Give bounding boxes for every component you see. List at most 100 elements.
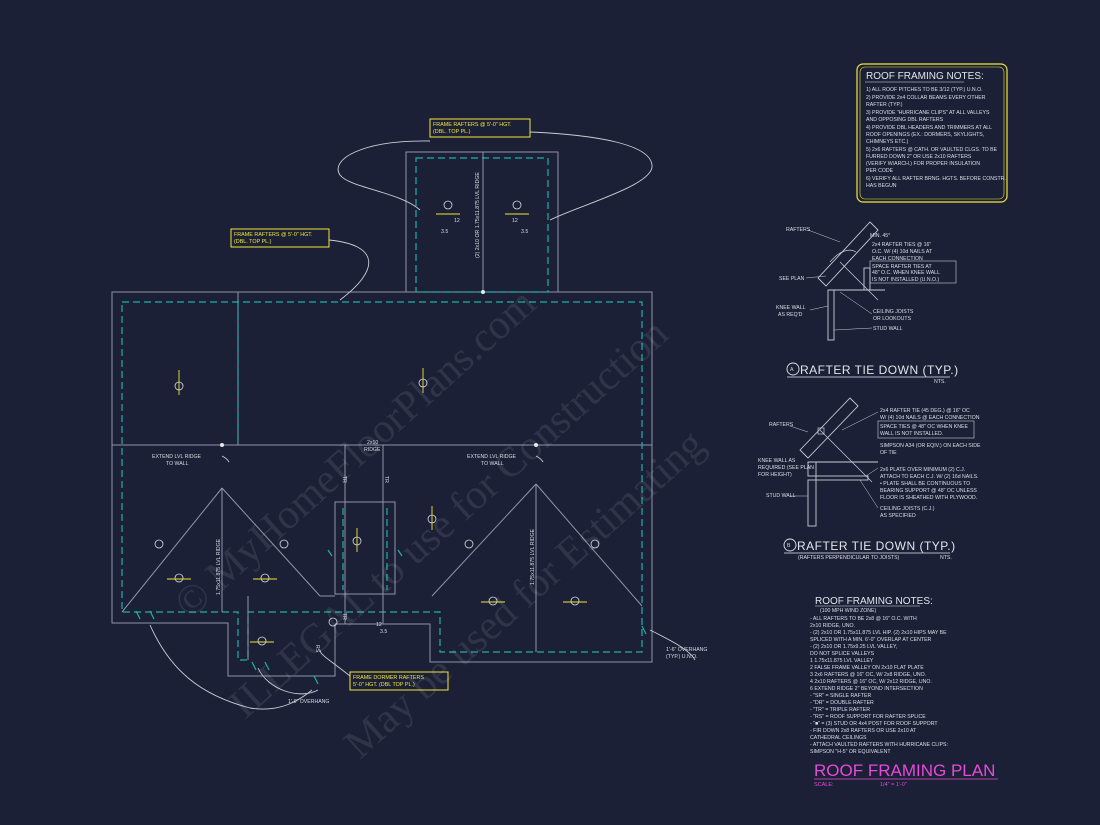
svg-text:- "SR" = SINGLE RAFTER: - "SR" = SINGLE RAFTER [810,693,871,699]
svg-text:CATHEDRAL CEILINGS: CATHEDRAL CEILINGS [810,735,867,741]
svg-text:- ALL RAFTERS TO BE 2x8 @ 16": - ALL RAFTERS TO BE 2x8 @ 16" O.C. WITH [810,616,917,622]
svg-text:- (2) 2x10 OR 1.75x9.25 LVL VA: - (2) 2x10 OR 1.75x9.25 LVL VALLEY, [810,644,897,650]
svg-text:EACH CONNECTION: EACH CONNECTION [872,256,923,262]
ridges-and-hips [121,152,643,660]
svg-text:NTS.: NTS. [934,379,946,385]
svg-text:5'-0" HGT. (DBL TOP PL.): 5'-0" HGT. (DBL TOP PL.) [353,682,415,688]
svg-text:(RAFTERS PERPENDICULAR TO JOIS: (RAFTERS PERPENDICULAR TO JOISTS) [798,555,900,561]
detail-b-title: B RAFTER TIE DOWN (TYP.) (RAFTERS PERPEN… [783,538,956,561]
svg-text:2 FALSE FRAME VALLEY ON 2x10: 2 FALSE FRAME VALLEY ON 2x10 FLAT PLATE [810,665,924,671]
svg-text:CHIMNEYS ETC.): CHIMNEYS ETC.) [866,139,909,145]
plan-title-block: ROOF FRAMING PLAN SCALE: 1/4" = 1'-0" [814,761,998,788]
svg-text:3.5: 3.5 [380,629,387,635]
svg-text:• PLATE SHALL BE CONTINUOUS TO: • PLATE SHALL BE CONTINUOUS TO [880,481,970,487]
svg-text:3) PROVIDE "HURRICANE CLIPS" A: 3) PROVIDE "HURRICANE CLIPS" AT ALL VALL… [866,110,990,116]
svg-text:2) PROVIDE 2x4 COLLAR BEAMS EV: 2) PROVIDE 2x4 COLLAR BEAMS EVERY OTHER [866,95,986,101]
svg-text:IS NOT INSTALLED (U.N.O.): IS NOT INSTALLED (U.N.O.) [872,277,940,283]
svg-text:MIN. 45°: MIN. 45° [870,233,890,239]
svg-text:- FIR DOWN 2x8 RAFTERS OR USE: - FIR DOWN 2x8 RAFTERS OR USE 2x10 AT [810,728,917,734]
detail-a-labels: RAFTERS MIN. 45° 2x4 RAFTER TIES @ 16" O… [776,227,957,332]
svg-text:(2) 2x10 OR 1.75x11.875 LVL RI: (2) 2x10 OR 1.75x11.875 LVL RIDGE [475,172,481,258]
svg-text:1'-6" OVERHANG: 1'-6" OVERHANG [666,647,707,653]
svg-text:FRAME RAFTERS @ 5'-0" HGT.: FRAME RAFTERS @ 5'-0" HGT. [234,232,313,238]
svg-text:OF TIE: OF TIE [880,450,897,456]
svg-text:1.75x11.875 LVL RIDGE: 1.75x11.875 LVL RIDGE [216,538,222,595]
svg-text:HAS BEGUN: HAS BEGUN [866,183,897,189]
svg-text:SIMPSON "H-5" OR EQUIVALENT: SIMPSON "H-5" OR EQUIVALENT [810,749,891,755]
svg-text:12: 12 [512,218,518,224]
svg-text:TO WALL: TO WALL [481,461,504,467]
svg-text:TR: TR [341,613,347,620]
svg-text:RAFTER TIE DOWN (TYP.): RAFTER TIE DOWN (TYP.) [800,363,959,377]
svg-text:PER CODE: PER CODE [866,168,894,174]
svg-text:CEILING JOISTS: CEILING JOISTS [873,309,914,315]
svg-text:RAFTER TIE DOWN (TYP.): RAFTER TIE DOWN (TYP.) [797,539,956,553]
notes-top-title: ROOF FRAMING NOTES: [866,71,984,82]
svg-text:2x6 PLATE OVER MINIMUM (2) C.J: 2x6 PLATE OVER MINIMUM (2) C.J. [880,467,965,473]
callout-left: FRAME RAFTERS @ 5'-0" HGT. (DBL. TOP PL.… [230,228,330,248]
svg-text:CEILING JOISTS (C.J.): CEILING JOISTS (C.J.) [880,506,935,512]
detail-a-title: A RAFTER TIE DOWN (TYP.) NTS. [786,362,959,385]
svg-text:- (2) 2x10 OR 1.75x11.875 LVL: - (2) 2x10 OR 1.75x11.875 LVL HIP. (2) 2… [810,630,947,636]
svg-text:B: B [787,543,791,549]
svg-text:SPLICED WITH A MIN. 6'-0" OVER: SPLICED WITH A MIN. 6'-0" OVERLAP AT CEN… [810,637,932,643]
plan-title: ROOF FRAMING PLAN [814,761,995,780]
svg-text:12: 12 [376,622,382,628]
svg-text:TR: TR [341,476,347,483]
callout-bottom: FRAME DORMER RAFTERS 5'-0" HGT. (DBL TOP… [349,671,449,691]
svg-text:1) ALL ROOF PITCHES TO BE 3/12: 1) ALL ROOF PITCHES TO BE 3/12 (TYP.) U.… [866,87,983,93]
svg-text:KNEE WALL AS: KNEE WALL AS [758,458,796,464]
svg-text:RIDGE: RIDGE [364,447,381,453]
svg-text:AND OPPOSING DBL RAFTERS: AND OPPOSING DBL RAFTERS [866,117,944,123]
svg-text:12: 12 [454,218,460,224]
svg-text:KNEE WALL: KNEE WALL [776,305,806,311]
svg-text:2x4 RAFTER TIE (45 DEG.) @ 16": 2x4 RAFTER TIE (45 DEG.) @ 16" OC [880,408,970,414]
svg-text:O.C. W/ (4) 10d NAILS AT: O.C. W/ (4) 10d NAILS AT [872,249,933,255]
svg-text:SIMPSON A34 (OR EQIV.) ON EACH: SIMPSON A34 (OR EQIV.) ON EACH SIDE [880,443,981,449]
notes-bottom-title: ROOF FRAMING NOTES: [815,596,933,607]
svg-text:EXTEND LVL RIDGE: EXTEND LVL RIDGE [152,454,202,460]
svg-text:EXTEND LVL RIDGE: EXTEND LVL RIDGE [467,454,517,460]
svg-text:ROOF OPENINGS (EX.: DORMERS, S: ROOF OPENINGS (EX.: DORMERS, SKYLIGHTS, [866,132,984,138]
svg-text:48" O.C. WHEN KNEE WALL: 48" O.C. WHEN KNEE WALL [872,270,940,276]
svg-text:STUD WALL: STUD WALL [873,326,903,332]
callout-dormer-top: FRAME RAFTERS @ 5'-0" HGT. (DBL. TOP PL.… [429,118,531,138]
pitch-arrows [167,213,587,643]
svg-text:1.75x11.875 LVL RIDGE: 1.75x11.875 LVL RIDGE [530,528,536,585]
svg-text:A: A [790,367,794,373]
svg-text:FRAME RAFTERS @ 5'-0" HGT.: FRAME RAFTERS @ 5'-0" HGT. [433,122,512,128]
notes-bottom: ROOF FRAMING NOTES: (100 MPH WIND ZONE) … [810,596,948,755]
svg-text:SEE PLAN: SEE PLAN [779,276,805,282]
svg-text:SPACE RAFTER TIES AT: SPACE RAFTER TIES AT [872,264,932,270]
svg-text:4) PROVIDE DBL HEADERS AND TRI: 4) PROVIDE DBL HEADERS AND TRIMMERS AT A… [866,125,992,131]
svg-text:W/ (4) 10d NAILS @ EACH CONNEC: W/ (4) 10d NAILS @ EACH CONNECTION [880,415,980,421]
svg-text:RS: RS [314,645,320,653]
plan-labels: (2) 2x10 OR 1.75x11.875 LVL RIDGE 2x10 R… [152,172,707,705]
svg-text:(VERIFY W/ARCH.) FOR PROPER IN: (VERIFY W/ARCH.) FOR PROPER INSULATION [866,161,980,167]
svg-text:6) VERIFY ALL RAFTER BRNG. HGT: 6) VERIFY ALL RAFTER BRNG. HGTS. BEFORE … [866,176,1006,182]
svg-text:- "■" = (3) STUD OR 4x4 POST F: - "■" = (3) STUD OR 4x4 POST FOR ROOF SU… [810,721,938,727]
svg-text:DO NOT SPLICE VALLEYS: DO NOT SPLICE VALLEYS [810,651,875,657]
svg-text:RAFTERS: RAFTERS [769,422,794,428]
leader-lines [149,131,696,710]
svg-text:FOR HEIGHT): FOR HEIGHT) [758,472,792,478]
svg-text:FURRED DOWN 2" OR USE 2x10 RAF: FURRED DOWN 2" OR USE 2x10 RAFTERS [866,154,972,160]
svg-text:OR LOOKOUTS: OR LOOKOUTS [873,316,912,322]
svg-text:- ATTACH VAULTED RAFTERS WITH: - ATTACH VAULTED RAFTERS WITH HURRICANE … [810,742,948,748]
svg-text:WALL IS NOT INSTALLED.: WALL IS NOT INSTALLED. [880,431,943,437]
svg-text:3.5: 3.5 [521,229,528,235]
svg-text:RAFTERS: RAFTERS [786,227,811,233]
svg-text:- "DR" = DOUBLE RAFTER: - "DR" = DOUBLE RAFTER [810,700,874,706]
svg-text:(100 MPH WIND ZONE): (100 MPH WIND ZONE) [820,608,876,614]
svg-text:2x10: 2x10 [367,440,378,446]
svg-text:- "TR" = TRIPLE RAFTER: - "TR" = TRIPLE RAFTER [810,707,870,713]
svg-text:NTS.: NTS. [940,555,952,561]
svg-text:SPACE TIES @ 48" OC WHEN KNEE: SPACE TIES @ 48" OC WHEN KNEE [880,424,968,430]
svg-text:2x4 RAFTER TIES @ 16": 2x4 RAFTER TIES @ 16" [872,242,931,248]
svg-text:3 2x6 RAFTERS @ 16" OC, W/ 2x: 3 2x6 RAFTERS @ 16" OC, W/ 2x8 RIDGE, UN… [810,672,926,678]
svg-text:1'-6" OVERHANG: 1'-6" OVERHANG [288,699,329,705]
svg-text:FLOOR IS SHEATHED WITH PLYWOOD: FLOOR IS SHEATHED WITH PLYWOOD. [880,495,977,501]
svg-text:ATTACH TO EACH C.J. W/ (2) 16d: ATTACH TO EACH C.J. W/ (2) 16d NAILS. [880,474,978,480]
svg-text:6 EXTEND RIDGE 2" BEYOND INTE: 6 EXTEND RIDGE 2" BEYOND INTERSECTION [810,686,923,692]
